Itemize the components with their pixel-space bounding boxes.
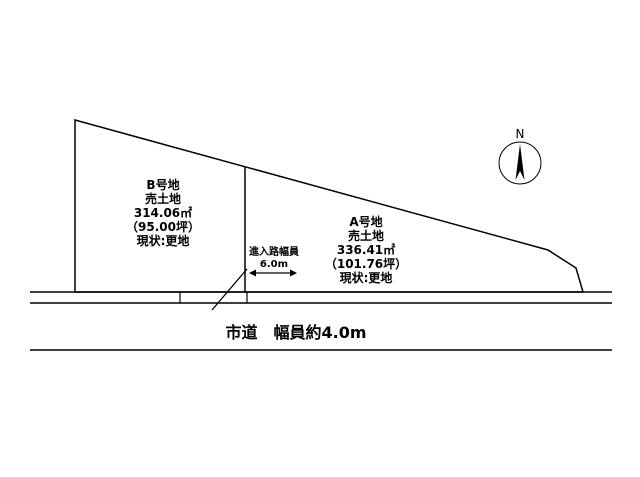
compass-circle [498, 141, 542, 185]
parcel-b-label-line: （95.00坪） [126, 219, 200, 234]
compass-needle-icon [515, 144, 525, 180]
access-width-label-value: 6.0m [260, 259, 288, 270]
access-width-label-name: 進入路幅員 [249, 245, 299, 258]
road-label: 市道 幅員約4.0m [225, 323, 366, 342]
parcel-a-label-line: 売土地 [348, 228, 384, 243]
parcel-b-label-line: 現状:更地 [137, 233, 190, 248]
north-compass: N [498, 127, 542, 185]
compass-north-label: N [516, 127, 525, 141]
parcel-a-label-line: 現状:更地 [340, 270, 393, 285]
parcel-a-label-line: 336.41㎡ [337, 242, 395, 257]
parcel-b-label-line: 314.06㎡ [134, 205, 192, 220]
parcel-b-label-line: B号地 [146, 177, 179, 192]
access-width-label: 進入路幅員 6.0m [249, 245, 299, 270]
parcel-b-label: B号地 売土地 314.06㎡ （95.00坪） 現状:更地 [126, 177, 200, 248]
parcel-a-label-line: （101.76坪） [325, 256, 407, 271]
parcel-b-label-line: 売土地 [145, 191, 181, 206]
land-outline [74, 119, 584, 293]
parcel-a-label-line: A号地 [349, 214, 382, 229]
parcel-a-label: A号地 売土地 336.41㎡ （101.76坪） 現状:更地 [325, 214, 407, 285]
access-width-arrow [249, 269, 297, 277]
access-road-edge-line [211, 268, 248, 311]
